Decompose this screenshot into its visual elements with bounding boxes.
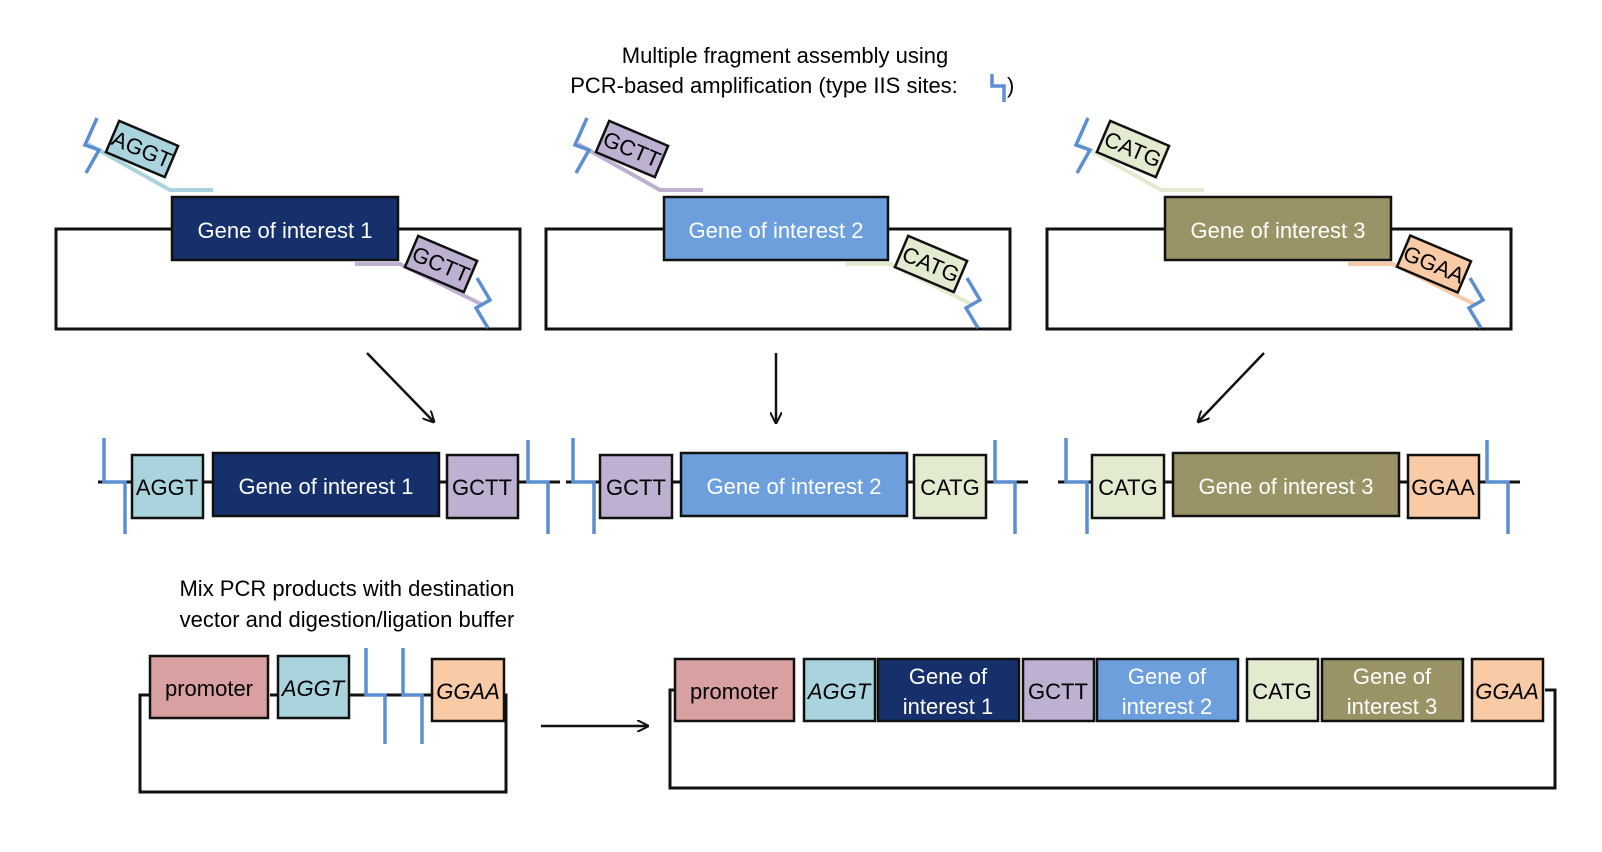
type-iis-site-icon xyxy=(571,438,596,534)
final-aggt-label: AGGT xyxy=(806,679,872,704)
final-catg-box xyxy=(1245,657,1320,723)
type-iis-site-icon xyxy=(1064,438,1089,534)
type-iis-site-icon xyxy=(526,440,550,534)
final-gctt-label: GCTT xyxy=(1028,679,1088,704)
final-gene-1-label-line-2: interest 1 xyxy=(903,694,994,719)
mix-caption-line-1: Mix PCR products with destination xyxy=(179,576,514,601)
primer-line xyxy=(87,142,213,192)
type-iis-site-legend-icon xyxy=(990,74,1006,102)
type-iis-site-icon xyxy=(1466,277,1486,329)
dest-promoter-label: promoter xyxy=(165,676,253,701)
final-gene-2-label-line-2: interest 2 xyxy=(1122,694,1213,719)
mix-caption: Mix PCR products with destination vector… xyxy=(179,576,514,632)
plasmid-3: Gene of interest 3 CATG GGAA xyxy=(1045,117,1513,331)
title-close-paren: ) xyxy=(1007,73,1014,98)
plasmid-2-forward-primer: GCTT xyxy=(572,117,703,192)
final-gene-1-box xyxy=(876,657,1021,723)
type-iis-site-icon xyxy=(82,117,102,174)
pcr-product-3: CATG Gene of interest 3 GGAA xyxy=(1058,438,1520,534)
plasmid-1-gene-label: Gene of interest 1 xyxy=(198,218,373,243)
pcr-1-gctt-box xyxy=(445,453,520,520)
final-ggaa-box xyxy=(1470,657,1545,723)
plasmid-2-reverse-primer: CATG xyxy=(845,234,983,329)
final-catg-label: CATG xyxy=(1252,679,1311,704)
title-line-1: Multiple fragment assembly using xyxy=(622,43,948,68)
primer-line xyxy=(1078,142,1204,192)
type-iis-site-icon xyxy=(102,438,127,534)
title-line-2: PCR-based amplification (type IIS sites: xyxy=(570,73,958,98)
plasmid-2-catg-tag: CATG xyxy=(893,234,969,294)
final-construct-backbone xyxy=(668,688,1557,790)
final-gene-2-box xyxy=(1095,657,1240,723)
pcr-1-gctt-label: GCTT xyxy=(452,475,512,500)
plasmid-1: Gene of interest 1 AGGT GCTT xyxy=(54,117,522,331)
primer-line xyxy=(577,142,703,192)
pcr-3-gene-label: Gene of interest 3 xyxy=(1199,474,1374,499)
pcr-3-catg-label: CATG xyxy=(1098,475,1157,500)
type-iis-site-icon xyxy=(364,648,387,744)
primer-line xyxy=(845,262,974,307)
pcr-2-catg-label: CATG xyxy=(920,475,979,500)
pcr-2-gene-box xyxy=(679,451,909,518)
dest-promoter-box xyxy=(148,654,270,720)
pcr-2-gctt-label: GCTT xyxy=(606,475,666,500)
final-gctt-box xyxy=(1021,657,1096,723)
final-promoter-box xyxy=(673,657,796,723)
plasmid-2: Gene of interest 2 GCTT CATG xyxy=(544,117,1012,331)
type-iis-site-icon xyxy=(473,277,493,329)
pcr-product-2: GCTT Gene of interest 2 CATG xyxy=(566,438,1028,534)
plasmid-3-catg-tag: CATG xyxy=(1095,119,1171,179)
type-iis-site-icon xyxy=(963,277,983,329)
plasmid-1-aggt-tag: AGGT xyxy=(104,119,180,179)
dest-ggaa-box xyxy=(430,657,506,723)
plasmid-1-gene-box xyxy=(170,195,400,262)
plasmid-2-gctt-tag: GCTT xyxy=(594,119,670,179)
pcr-product-1: AGGT Gene of interest 1 GCTT xyxy=(98,438,560,534)
pcr-2-gene-label: Gene of interest 2 xyxy=(707,474,882,499)
plasmid-3-gene-label: Gene of interest 3 xyxy=(1191,218,1366,243)
primer-line xyxy=(1348,262,1477,307)
diagram-title: Multiple fragment assembly using PCR-bas… xyxy=(570,43,1014,102)
type-iis-site-icon xyxy=(993,440,1017,534)
pcr-3-gene-box xyxy=(1171,451,1401,518)
arrow-plasmid-1-to-pcr xyxy=(366,352,434,422)
type-iis-site-icon xyxy=(572,117,592,174)
final-construct: promoter AGGT Gene of interest 1 GCTT Ge… xyxy=(668,657,1557,790)
mix-caption-line-2: vector and digestion/ligation buffer xyxy=(180,607,515,632)
final-ggaa-label: GGAA xyxy=(1475,679,1539,704)
primer-line xyxy=(355,262,484,307)
plasmid-3-gene-box xyxy=(1163,195,1393,262)
pcr-3-ggaa-label: GGAA xyxy=(1411,475,1475,500)
final-gene-1-label-line-1: Gene of xyxy=(909,664,988,689)
final-gene-3-label-line-2: interest 3 xyxy=(1347,694,1438,719)
plasmid-2-gene-label: Gene of interest 2 xyxy=(689,218,864,243)
pcr-3-catg-box xyxy=(1090,453,1166,520)
pcr-2-gctt-box xyxy=(598,453,674,520)
final-gene-3-box xyxy=(1320,657,1465,723)
type-iis-site-icon xyxy=(1485,440,1510,534)
plasmid-2-gene-box xyxy=(662,195,890,262)
pcr-1-aggt-box xyxy=(130,453,205,520)
dest-ggaa-label: GGAA xyxy=(436,679,500,704)
pcr-1-aggt-label: AGGT xyxy=(136,475,198,500)
final-aggt-box xyxy=(802,657,877,723)
type-iis-site-icon xyxy=(1073,117,1093,174)
dest-aggt-label: AGGT xyxy=(280,676,346,701)
plasmid-1-gctt-tag: GCTT xyxy=(403,234,479,294)
final-gene-2-label-line-1: Gene of xyxy=(1128,664,1207,689)
dest-aggt-box xyxy=(276,654,351,720)
arrow-plasmid-3-to-pcr xyxy=(1198,352,1265,422)
pcr-3-ggaa-box xyxy=(1406,453,1481,520)
plasmid-1-forward-primer: AGGT xyxy=(82,117,213,192)
final-promoter-label: promoter xyxy=(690,679,778,704)
destination-vector: promoter AGGT GGAA xyxy=(138,648,508,794)
pcr-2-catg-box xyxy=(912,453,988,520)
pcr-1-gene-label: Gene of interest 1 xyxy=(239,474,414,499)
final-gene-3-label-line-1: Gene of xyxy=(1353,664,1432,689)
type-iis-site-icon xyxy=(401,648,424,744)
pcr-1-gene-box xyxy=(211,451,441,518)
plasmid-3-forward-primer: CATG xyxy=(1073,117,1204,192)
